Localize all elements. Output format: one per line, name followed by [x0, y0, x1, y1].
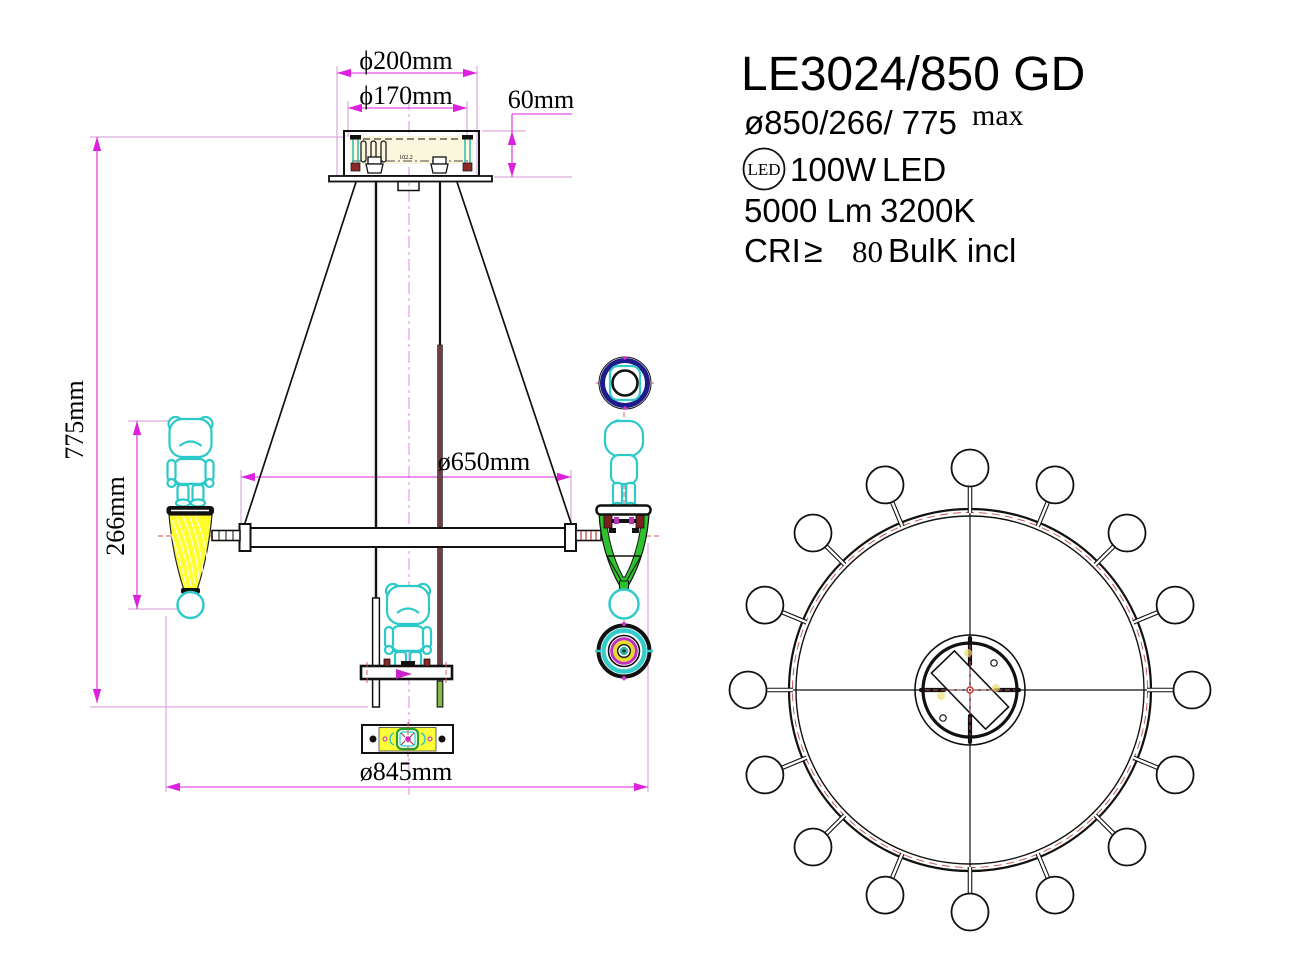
plan-ring-inner [795, 515, 1145, 865]
power-value: 100W [790, 151, 877, 188]
plan-bulb [1093, 513, 1147, 567]
plan-bulbs [728, 448, 1212, 932]
centerlines [158, 98, 660, 795]
plan-bulb [1132, 585, 1195, 625]
plan-bulb [1035, 852, 1075, 915]
size-suffix: max [972, 99, 1024, 132]
plan-bulb [728, 670, 793, 710]
bulb-note: BulK incl [888, 232, 1016, 269]
dim-lamp-height-label: 266mm [101, 476, 130, 555]
plan-center-canopy [914, 634, 1026, 746]
right-lamp-rim [595, 504, 652, 516]
lamp-bottom-view [595, 622, 653, 680]
color-temp-value: 3200K [880, 192, 975, 229]
canopy-flange [328, 175, 493, 183]
suspension-cables [243, 181, 573, 708]
dimension-labels: ϕ200mm ϕ170mm 60mm 775mm 266mm ø650mm ø8… [60, 46, 574, 786]
bear-figure-side [603, 419, 645, 511]
plan-bulb [793, 513, 847, 567]
plan-bulb [865, 852, 905, 915]
plan-bulb [950, 867, 990, 932]
right-lamp-arm [575, 529, 602, 542]
top-plan-view [728, 448, 1212, 932]
model-title: LE3024/850 GD [741, 48, 1085, 101]
bar-center-marker [396, 669, 412, 679]
led-badge-icon: LED [742, 147, 786, 191]
ceiling-canopy: 102.2 [328, 130, 493, 192]
plan-bulb [1035, 465, 1075, 528]
plan-bulb [745, 755, 808, 795]
plan-bulb [950, 448, 990, 513]
left-lamp-arm [211, 529, 241, 542]
canopy-bolts [365, 156, 449, 174]
canopy-tab [397, 180, 420, 192]
plan-bulb [1147, 670, 1212, 710]
plan-driver-box [930, 649, 1010, 731]
dimension-lines [92, 68, 648, 792]
ring-bar [238, 523, 577, 552]
canopy-note-label: 102.2 [399, 155, 413, 161]
cri-value: 80 [852, 234, 883, 269]
bear-figure-left [166, 415, 215, 508]
right-lamp-section [595, 504, 652, 620]
extension-lines [90, 66, 649, 792]
dim-ring-diameter-label: ø650mm [438, 447, 530, 476]
cri-operator: ≥ [804, 232, 823, 270]
plan-bulb [745, 585, 808, 625]
plan-bulb [793, 813, 847, 867]
right-lamp-bulb [608, 588, 640, 620]
dim-canopy-height-label: 60mm [508, 85, 574, 114]
spec-panel: LE3024/850 GD ø850/266/ 775 max LED 100W… [741, 48, 1085, 270]
left-lamp-shade [168, 514, 213, 591]
canopy-posts [352, 139, 471, 166]
power-type: LED [882, 151, 946, 188]
plan-bulb [1132, 755, 1195, 795]
plan-bulb [1093, 813, 1147, 867]
dim-total-height-label: 775mm [60, 380, 89, 459]
left-lamp-bulb [176, 590, 205, 620]
plan-bulb [865, 465, 905, 528]
lower-bar-assembly [359, 658, 454, 683]
front-elevation-view: 102.2 [60, 46, 660, 795]
dim-overall-diameter-label: ø845mm [360, 757, 452, 786]
cri-label: CRI [744, 232, 801, 269]
size-line: ø850/266/ 775 [744, 104, 957, 141]
led-badge-label: LED [747, 160, 780, 179]
lamp-holder-top-view [598, 356, 652, 410]
lumens-value: 5000 Lm [744, 192, 872, 229]
left-lamp [166, 506, 214, 620]
mounting-plate-detail [361, 722, 454, 757]
dim-canopy-outer-label: ϕ200mm [359, 46, 452, 75]
dim-canopy-inner-label: ϕ170mm [359, 81, 452, 110]
